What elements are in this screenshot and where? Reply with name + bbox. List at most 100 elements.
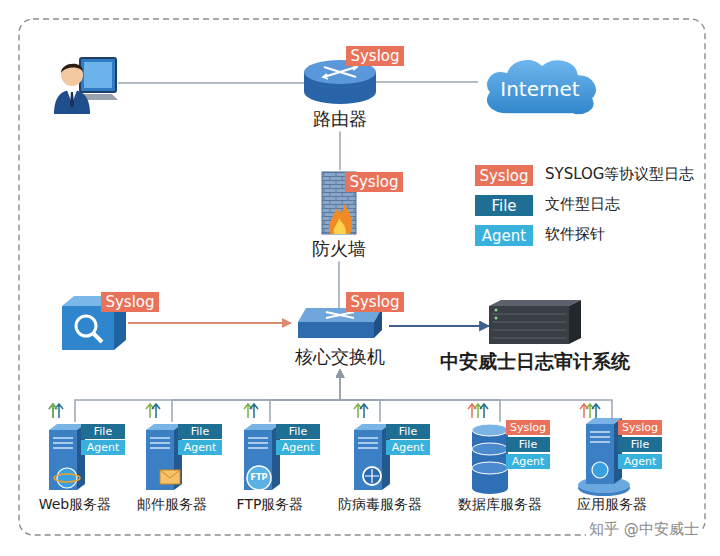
connector [270,370,340,422]
tag-label: Agent [624,455,657,468]
log-arrows-part [468,404,476,418]
log-arrows-part [586,404,594,418]
tag-label: Syslog [349,173,398,191]
tag-label: File [191,425,209,438]
log-probe-icon-part [93,333,102,342]
server-icons-part [244,424,280,490]
server-icons-part [160,470,180,478]
tag-label: Syslog [350,293,399,311]
user-icon-part [84,62,112,88]
connector [340,370,612,422]
log-type-tag: Syslog [345,172,403,192]
server-icons-part-part [472,424,508,436]
tag-label: Syslog [510,421,546,434]
firewall-icon-part [329,204,352,234]
tag-label: Syslog [350,47,399,65]
router-icon-part [324,67,356,77]
log-arrows-part [360,404,368,418]
legend-row: SyslogSYSLOG等协议型日志 [475,165,705,187]
log-probe: Syslog [62,296,128,350]
log-arrows-part [49,404,63,418]
connector [338,262,340,308]
core-switch-icon-part [326,312,354,318]
router-icon-part [323,65,357,79]
log-type-tag: Agent [618,454,662,469]
server-icons-part [586,418,622,484]
user-icon-part [61,64,83,73]
server-icons-part [354,424,390,490]
router: 路由器Syslog [304,58,376,132]
legend-swatch: File [475,195,533,216]
log-type-tag: Agent [506,454,550,469]
log-audit-system: 中安威士日志审计系统 [489,300,581,344]
server-icons-part [592,462,608,478]
tag-label: Syslog [622,421,658,434]
server: Web服务器FileAgent [35,422,116,515]
user-icon-part [80,58,116,92]
user-icon-part [70,92,74,108]
tag-label: Syslog [105,293,154,311]
connector [340,370,380,422]
audit-server-icon-part [489,306,569,344]
node-label: 路由器 [313,108,367,130]
audit-server-icon [489,300,581,344]
audit-server-icon-part [569,300,581,344]
legend-swatch: Agent [475,225,533,246]
core-switch-icon-part [298,322,374,338]
firewall: 防火墙Syslog [308,170,370,262]
server-icons-part-part [472,443,508,455]
log-arrows-part [480,404,488,418]
audit-server-icon-part [489,300,581,306]
cloud-shape [486,60,596,115]
legend-row: File文件型日志 [475,195,705,217]
router-icon [304,60,376,104]
server-icons-part [57,468,77,488]
connector [389,325,489,327]
log-type-tag: Syslog [346,292,404,312]
legend-text: 软件探针 [545,225,605,243]
server-icons-part [365,469,379,483]
legend-text: SYSLOG等协议型日志 [545,165,694,183]
node-label: 防病毒服务器 [338,496,422,513]
log-type-tag: File [276,424,320,439]
log-type-tag: Agent [178,440,222,455]
log-arrows [49,404,600,418]
log-arrows-part [474,404,482,418]
user-icon-part [61,64,83,86]
server-icons-part [54,474,80,482]
log-arrows-part [152,404,160,418]
tag-label: Agent [87,441,120,454]
core-switch-icon [298,308,382,338]
tag-label: File [289,425,307,438]
icon-label: FTP [251,473,268,483]
log-type-tag: Syslog [506,420,550,435]
server-icons-part-part [472,462,508,474]
audit-server-icon-part [495,317,498,320]
node-label: 邮件服务器 [137,496,207,513]
tag-label: Agent [512,455,545,468]
node-label: 核心交换机 [295,346,385,368]
log-arrows-part [592,404,600,418]
log-probe-icon-part [62,306,114,350]
server: 数据库服务器SyslogFileAgent [454,422,546,515]
swatch-label: File [491,197,516,215]
server-icons-part [247,466,271,490]
server-icons [49,418,630,496]
node-label: 数据库服务器 [458,496,542,513]
log-type-tag: File [386,424,430,439]
node-label: Web服务器 [39,496,112,513]
user-icon [52,52,118,114]
connector [118,82,304,84]
server: 应用服务器SyslogFileAgent [573,422,651,515]
dashed-frame [19,19,705,535]
server-icons-part [160,470,180,484]
server: 防病毒服务器FileAgent [334,422,426,515]
audit-server-icon-part [492,314,566,338]
server-icons-part-part [472,482,508,494]
log-arrows-part [244,404,252,418]
tag-label: Agent [282,441,315,454]
internet-cloud: Internet [478,54,602,118]
server: FTP服务器FileAgent [233,422,308,515]
node-label: 防火墙 [312,238,366,260]
